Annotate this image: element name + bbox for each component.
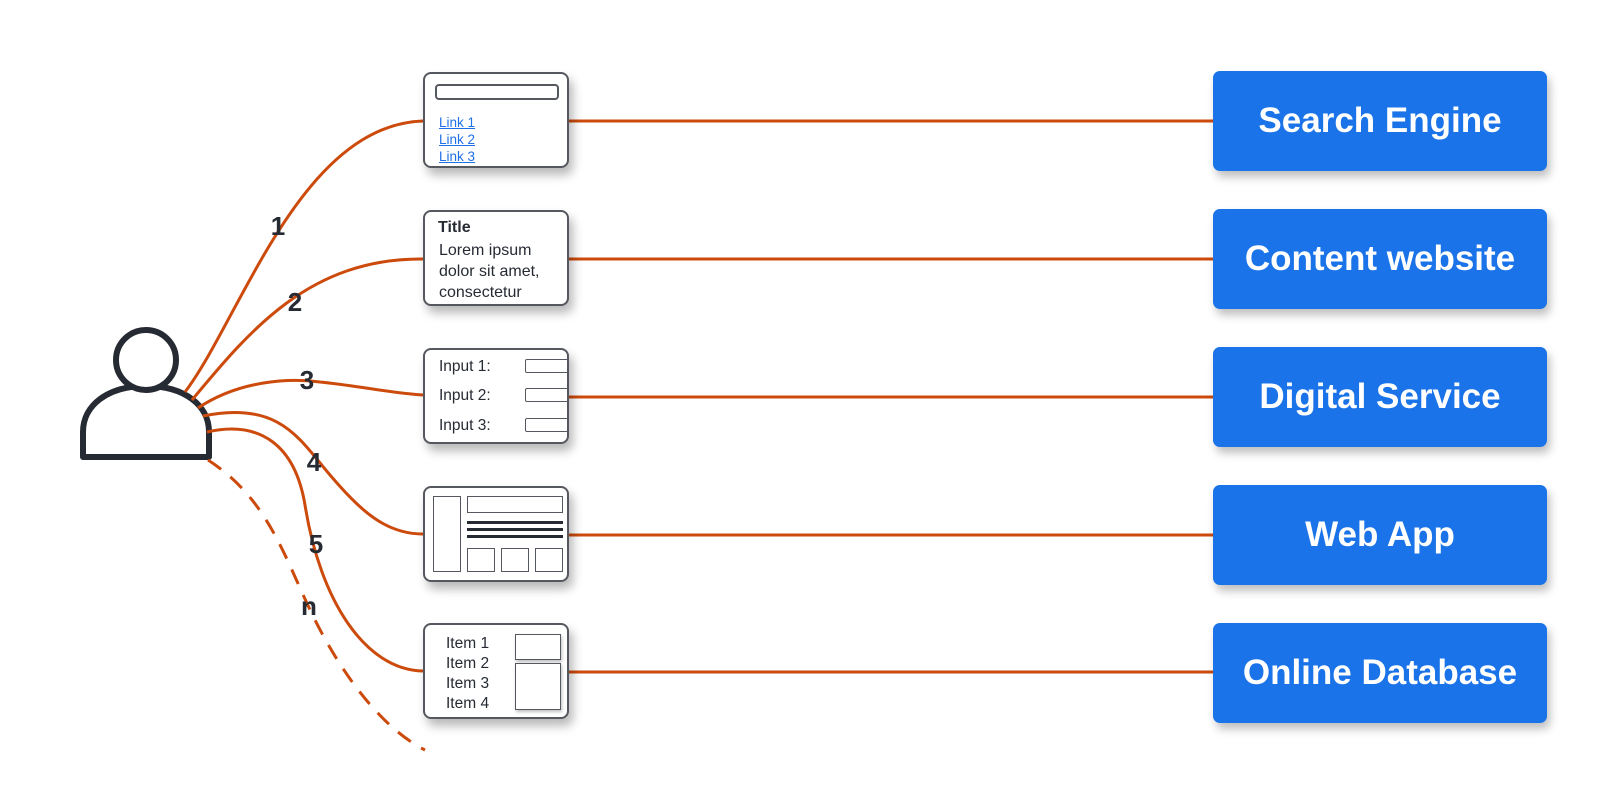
list-card: Item 1 Item 2 Item 3 Item 4 xyxy=(423,623,569,719)
system-search-engine: Search Engine xyxy=(1213,71,1547,171)
connector-curve-4 xyxy=(202,410,424,536)
system-content-website: Content website xyxy=(1213,209,1547,309)
list-preview-top xyxy=(515,634,561,660)
connector-curve-2 xyxy=(190,257,424,401)
system-web-app: Web App xyxy=(1213,485,1547,585)
connection-label-3: 3 xyxy=(299,365,315,395)
result-links: Link 1 Link 2 Link 3 xyxy=(439,114,475,165)
list-preview-bottom xyxy=(515,663,561,710)
user-icon xyxy=(80,327,212,460)
list-items: Item 1 Item 2 Item 3 Item 4 xyxy=(446,634,489,714)
form-row-3: Input 3: xyxy=(439,417,567,435)
app-text-line-2 xyxy=(467,528,563,531)
form-row-2: Input 2: xyxy=(439,387,567,405)
search-results-card: Link 1 Link 2 Link 3 xyxy=(423,72,569,168)
list-item-1: Item 1 xyxy=(446,635,490,652)
list-item-3: Item 3 xyxy=(446,675,490,692)
connection-label-5: 5 xyxy=(308,529,324,559)
result-link-2[interactable]: Link 2 xyxy=(439,132,476,147)
app-layout-card xyxy=(423,486,569,582)
user-body xyxy=(80,383,212,460)
connector-curve-3 xyxy=(197,378,424,410)
result-link-3[interactable]: Link 3 xyxy=(439,149,476,164)
input-label-3: Input 3: xyxy=(439,417,491,434)
connection-label-2: 2 xyxy=(287,287,303,317)
connector-curve-1 xyxy=(183,119,424,393)
list-item-4: Item 4 xyxy=(446,695,490,712)
form-card: Input 1: Input 2: Input 3: xyxy=(423,348,569,444)
content-page-card: Title Lorem ipsum dolor sit amet, consec… xyxy=(423,210,569,306)
search-bar xyxy=(435,84,559,100)
input-field-2[interactable] xyxy=(525,388,567,402)
input-label-2: Input 2: xyxy=(439,387,491,404)
form-row-1: Input 1: xyxy=(439,358,567,376)
connector-curve-n xyxy=(207,458,426,752)
user-head xyxy=(113,327,179,393)
content-title: Title xyxy=(438,219,471,236)
app-tile-2 xyxy=(501,548,529,572)
input-field-1[interactable] xyxy=(525,359,567,373)
input-field-3[interactable] xyxy=(525,418,567,432)
app-tile-1 xyxy=(467,548,495,572)
app-text-line-3 xyxy=(467,535,563,538)
content-body: Lorem ipsum dolor sit amet, consectetur xyxy=(439,242,540,301)
connection-label-n: n xyxy=(301,591,317,621)
app-text-line-1 xyxy=(467,521,563,524)
input-label-1: Input 1: xyxy=(439,358,491,375)
app-sidebar xyxy=(433,496,461,572)
result-link-1[interactable]: Link 1 xyxy=(439,115,476,130)
connector-curve-5 xyxy=(206,427,424,673)
connection-label-4: 4 xyxy=(306,447,322,477)
list-item-2: Item 2 xyxy=(446,655,490,672)
system-digital-service: Digital Service xyxy=(1213,347,1547,447)
app-header xyxy=(467,496,563,513)
system-online-database: Online Database xyxy=(1213,623,1547,723)
connection-label-1: 1 xyxy=(270,211,286,241)
app-tile-3 xyxy=(535,548,563,572)
